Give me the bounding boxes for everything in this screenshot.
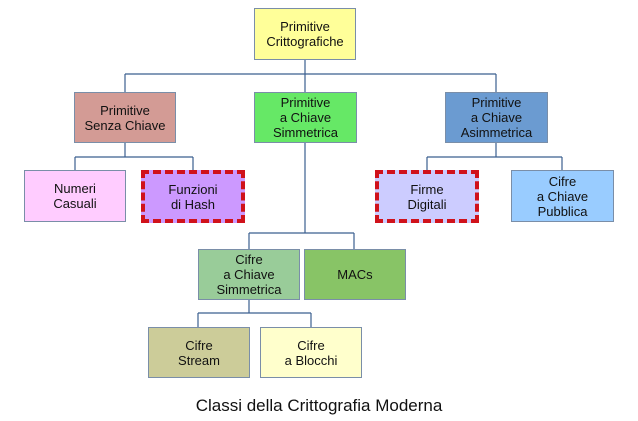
node-digital-signatures: Firme Digitali (375, 170, 479, 223)
node-public-key-ciphers: Cifre a Chiave Pubblica (511, 170, 614, 222)
node-symmetric-ciphers: Cifre a Chiave Simmetrica (198, 249, 300, 300)
node-block-ciphers: Cifre a Blocchi (260, 327, 362, 378)
node-asymmetric: Primitive a Chiave Asimmetrica (445, 92, 548, 143)
node-symmetric: Primitive a Chiave Simmetrica (254, 92, 357, 143)
node-macs: MACs (304, 249, 406, 300)
diagram-caption: Classi della Crittografia Moderna (195, 396, 443, 415)
node-root: Primitive Crittografiche (254, 8, 356, 60)
node-hash-functions: Funzioni di Hash (141, 170, 245, 223)
node-unkeyed: Primitive Senza Chiave (74, 92, 176, 143)
node-random-numbers: Numeri Casuali (24, 170, 126, 222)
node-stream-ciphers: Cifre Stream (148, 327, 250, 378)
